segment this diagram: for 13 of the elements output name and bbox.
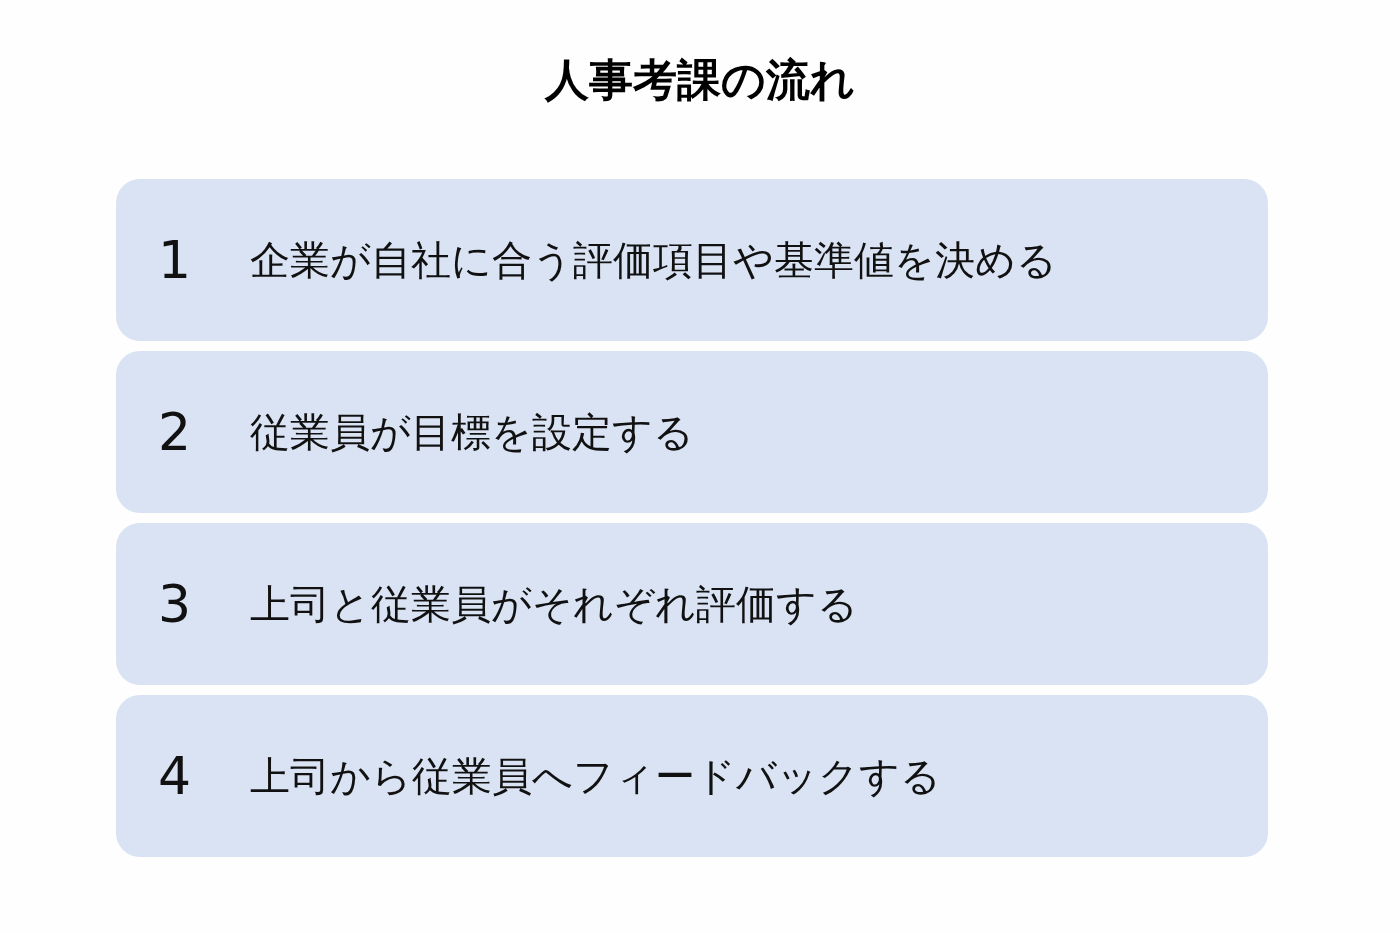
diagram-title: 人事考課の流れ [545,53,855,107]
step-box [116,351,1268,513]
step-text: 企業が自社に合う評価項目や基準値を決める [250,236,1057,285]
step-text: 従業員が目標を設定する [250,408,694,457]
step-number: 1 [158,234,193,286]
step-number: 3 [158,578,193,630]
step-box [116,179,1268,341]
step-number: 2 [158,406,193,458]
step-text: 上司と従業員がそれぞれ評価する [250,580,858,629]
step-text: 上司から従業員へフィードバックする [250,752,941,801]
step-box [116,695,1268,857]
step-number: 4 [158,750,193,802]
step-box [116,523,1268,685]
